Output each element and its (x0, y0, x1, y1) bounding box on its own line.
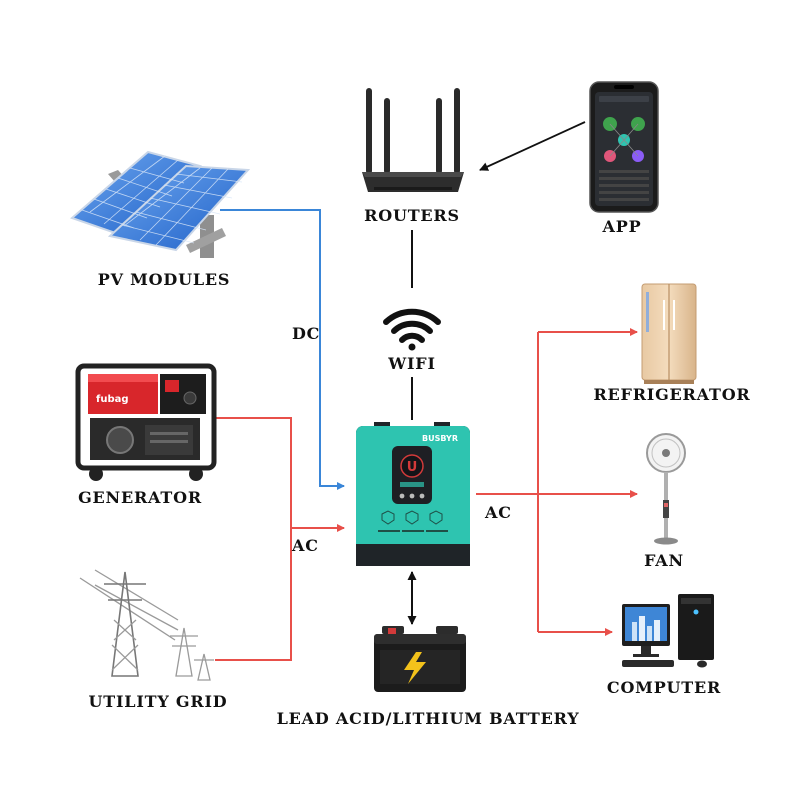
inverter-mark: U (407, 460, 418, 475)
refrigerator-label: REFRIGERATOR (593, 385, 751, 404)
utility-grid-icon (79, 569, 214, 681)
ac-input-label: AC (292, 536, 319, 555)
solar-panel-icon (70, 150, 251, 258)
generator-icon: fubag (75, 363, 217, 481)
utility-grid-label: UTILITY GRID (88, 692, 228, 711)
wifi-icon (383, 308, 441, 351)
fan-icon (646, 433, 686, 545)
routers-label: ROUTERS (364, 206, 460, 225)
computer-label: COMPUTER (606, 678, 722, 697)
ac-input-connections (215, 417, 345, 661)
ac-output-connections (476, 328, 638, 636)
battery-label: LEAD ACID/LITHIUM BATTERY (276, 709, 580, 728)
computer-icon (622, 594, 714, 668)
phone-app-icon (589, 81, 659, 213)
fan-label: FAN (644, 551, 684, 570)
dc-connection (220, 209, 345, 490)
wifi-label: WIFI (388, 354, 436, 373)
inverter-icon: BUSBYR U (356, 422, 470, 566)
ac-output-label: AC (485, 503, 512, 522)
refrigerator-icon (641, 283, 697, 384)
generator-brand: fubag (96, 394, 129, 405)
battery-icon (374, 626, 466, 692)
comm-connections (407, 121, 586, 625)
generator-label: GENERATOR (78, 488, 202, 507)
app-label: APP (602, 217, 642, 236)
router-icon (362, 88, 464, 192)
dc-label: DC (292, 324, 321, 343)
inverter-brand: BUSBYR (422, 434, 458, 443)
pv-modules-label: PV MODULES (97, 270, 231, 289)
